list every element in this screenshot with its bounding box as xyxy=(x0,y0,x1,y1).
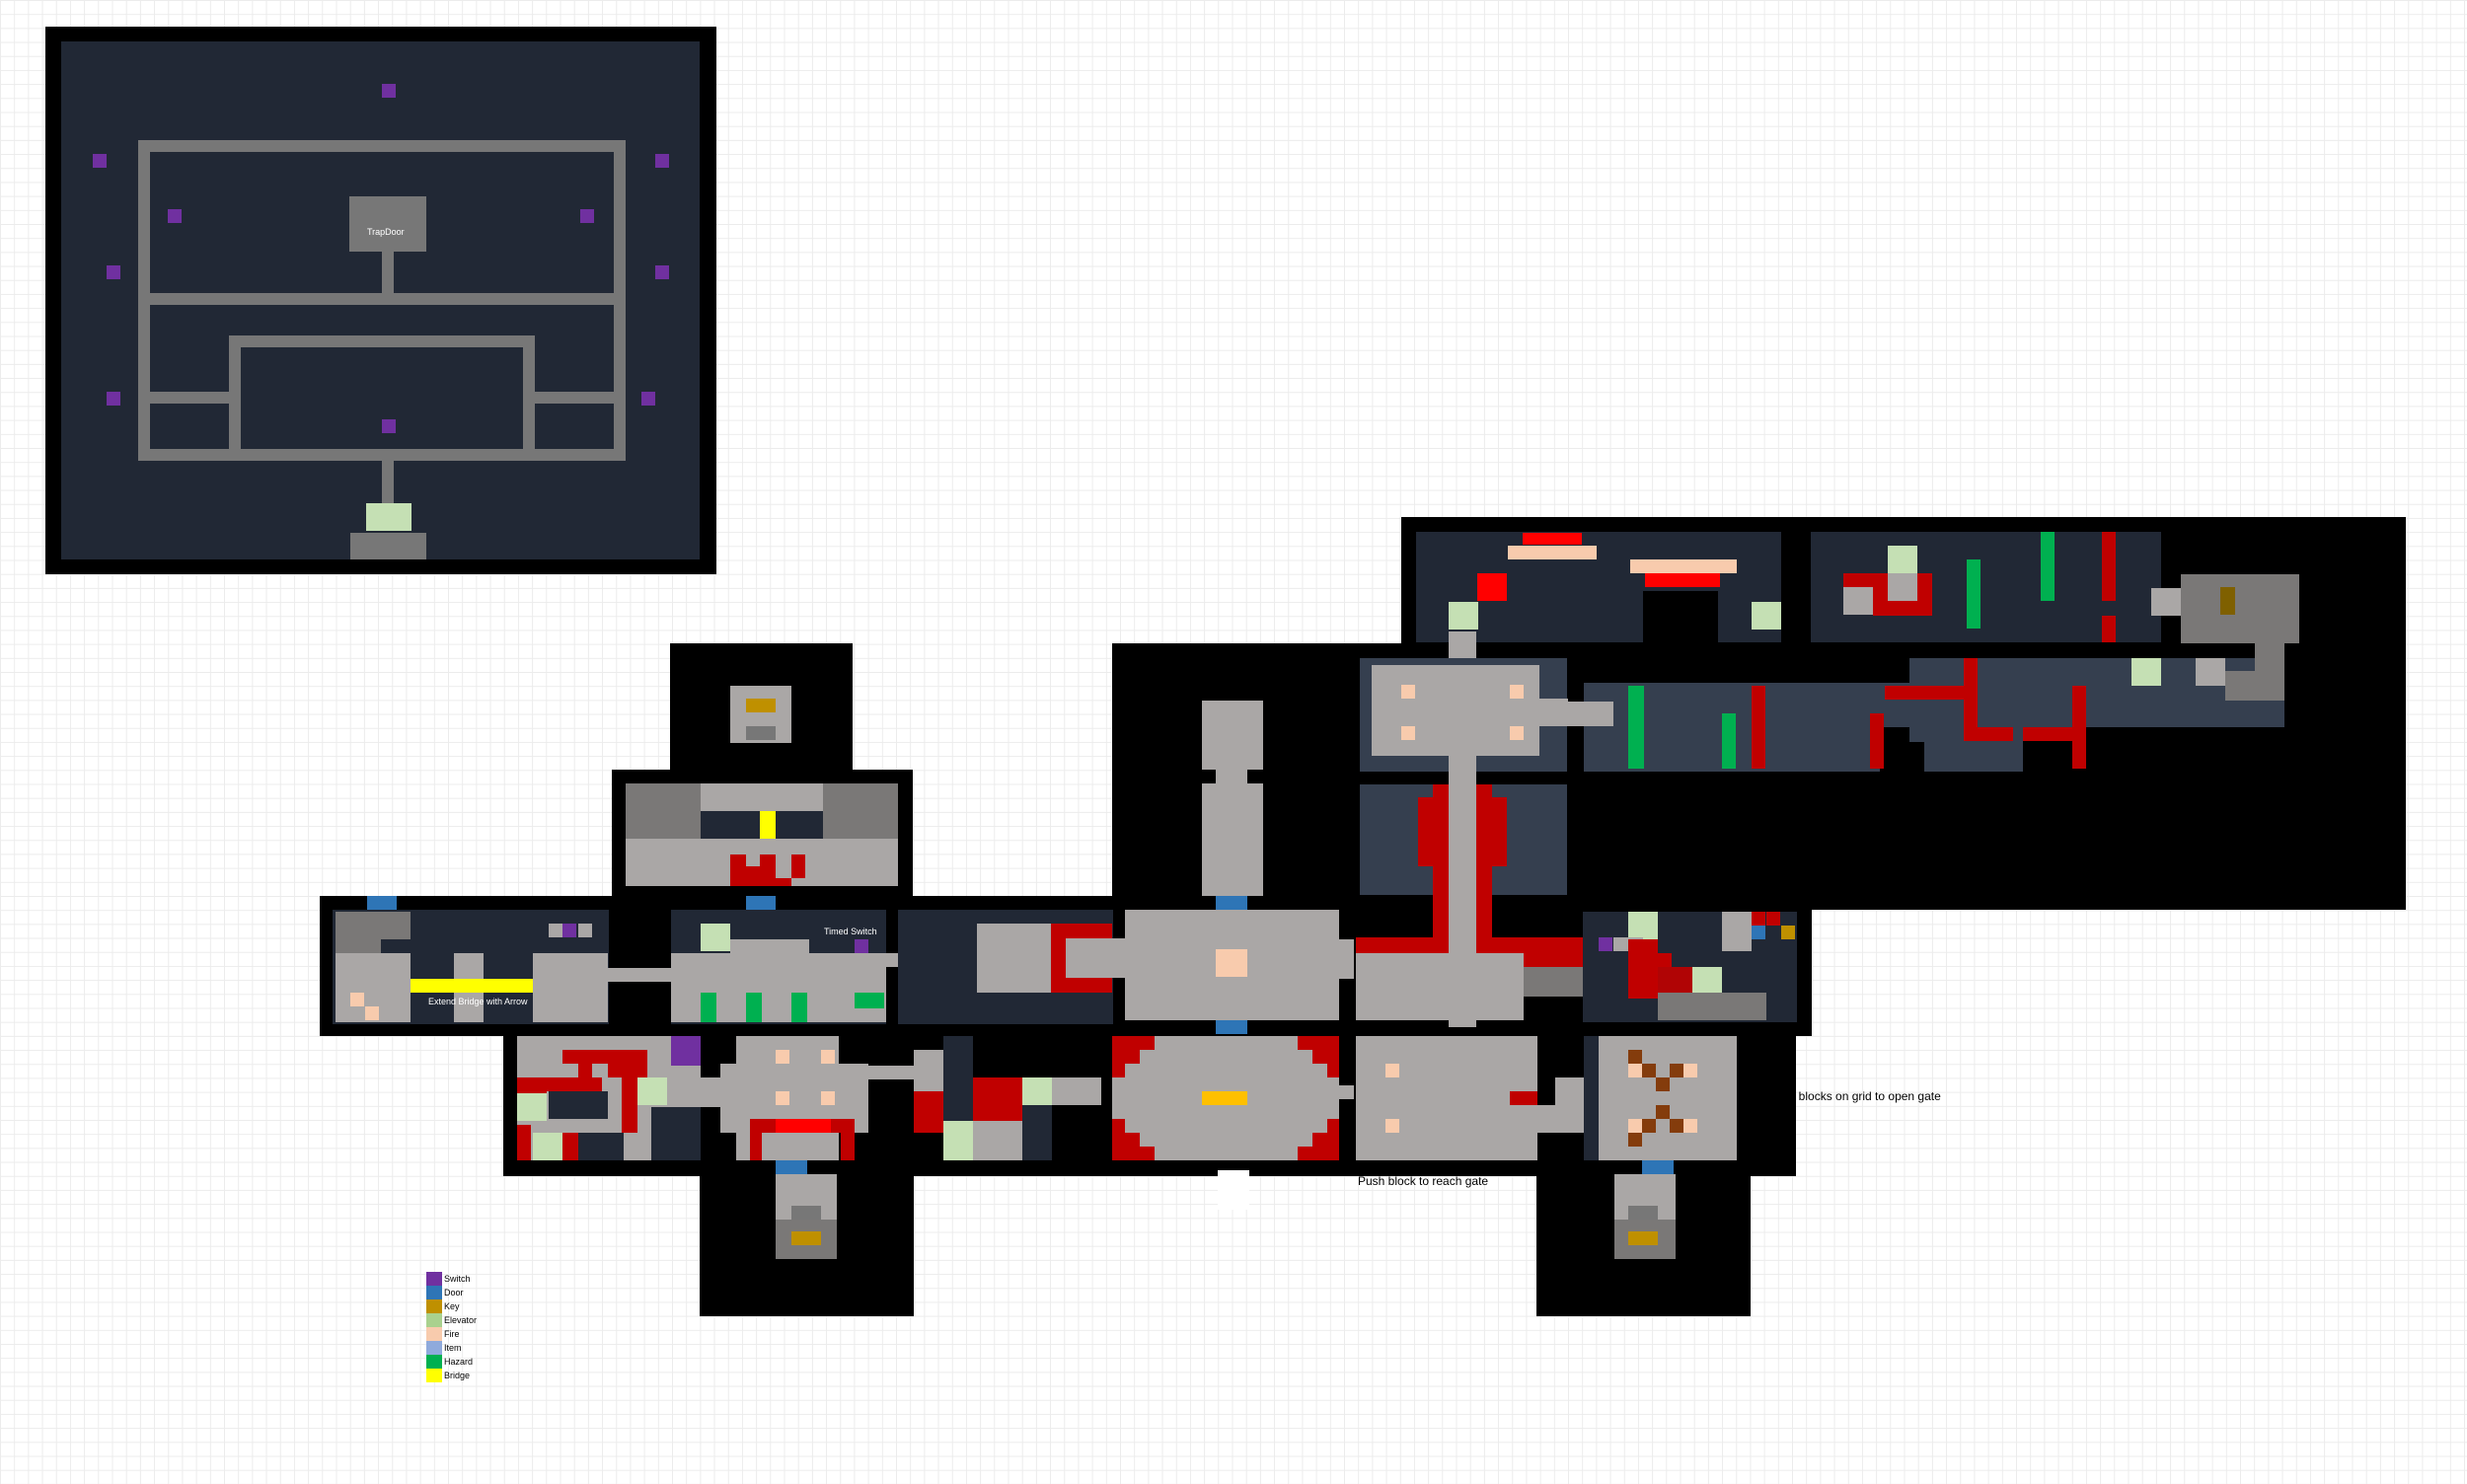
key-south-east xyxy=(1628,1231,1658,1245)
main-dungeon-map xyxy=(320,517,2406,1316)
legend-label: Key xyxy=(444,1301,460,1311)
trapdoor-tile xyxy=(349,196,426,252)
legend-label: Item xyxy=(444,1343,462,1353)
legend-swatch xyxy=(426,1299,442,1313)
legend-label: Hazard xyxy=(444,1357,474,1367)
legend-swatch xyxy=(426,1327,442,1341)
legend-label: Switch xyxy=(444,1274,471,1284)
legend-swatch xyxy=(426,1286,442,1299)
timed-switch-label: Timed Switch xyxy=(824,927,877,936)
legend-label: Elevator xyxy=(444,1315,478,1325)
trapdoor-label: TrapDoor xyxy=(367,227,405,237)
legend-label: Fire xyxy=(444,1329,460,1339)
key-north xyxy=(746,699,776,712)
legend-swatch xyxy=(426,1369,442,1382)
legend-swatch xyxy=(426,1313,442,1327)
switch-tiles xyxy=(93,84,669,433)
inset-level-map xyxy=(45,27,716,574)
extend-bridge-label: Extend Bridge with Arrow xyxy=(428,997,528,1006)
legend-swatch xyxy=(426,1272,442,1286)
push-block-note: Push block to reach gate xyxy=(1358,1174,1489,1188)
legend-label: Bridge xyxy=(444,1371,471,1380)
elevator-tile xyxy=(366,503,411,531)
legend-label: Door xyxy=(444,1288,464,1298)
legend-swatch xyxy=(426,1355,442,1369)
key-south-west xyxy=(791,1231,821,1245)
push-grid-note: Push blocks on grid to open gate xyxy=(1768,1089,1941,1103)
legend-swatch xyxy=(426,1341,442,1355)
